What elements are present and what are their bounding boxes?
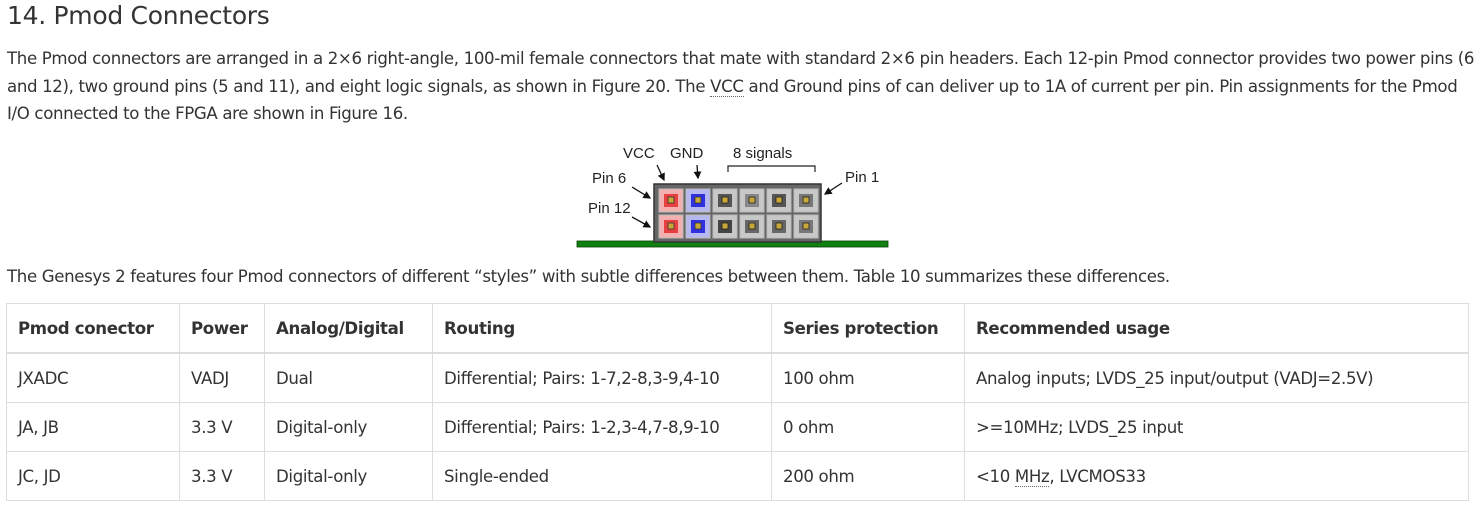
gnd-label: GND — [670, 145, 704, 162]
intro-text-1: The Pmod connectors are arranged in a 2×… — [7, 49, 1475, 96]
vcc-label: VCC — [623, 145, 655, 162]
pin12-label: Pin 12 — [588, 200, 631, 217]
header-power: Power — [179, 303, 265, 354]
cell-connector: JXADC — [6, 352, 180, 403]
cell-series-protection: 100 ohm — [771, 352, 965, 403]
vcc-abbreviation[interactable]: VCC — [710, 76, 744, 97]
pmod-connector-diagram: VCC GND 8 signals Pin 6 Pin 12 Pin 1 — [576, 145, 889, 248]
cell-recommended-usage: Analog inputs; LVDS_25 input/output (VAD… — [964, 352, 1469, 403]
header-recommended-usage: Recommended usage — [964, 303, 1469, 354]
header-series-protection: Series protection — [771, 303, 965, 354]
section-heading: 14. Pmod Connectors — [7, 1, 270, 30]
cell-analog-digital: Digital-only — [264, 402, 433, 452]
cell-connector: JA, JB — [6, 402, 180, 452]
intro-paragraph: The Pmod connectors are arranged in a 2×… — [7, 45, 1477, 128]
cell-recommended-usage: <10 MHz, LVCMOS33 — [964, 451, 1469, 501]
cell-routing: Single-ended — [432, 451, 772, 501]
cell-routing: Differential; Pairs: 1-7,2-8,3-9,4-10 — [432, 352, 772, 403]
cell-analog-digital: Digital-only — [264, 451, 433, 501]
summary-paragraph: The Genesys 2 features four Pmod connect… — [7, 267, 1170, 286]
pin-grid — [658, 188, 819, 239]
signals-bracket — [727, 165, 816, 172]
pmod-connector-figure: VCC GND 8 signals Pin 6 Pin 12 Pin 1 — [575, 140, 895, 252]
cell-recommended-usage: >=10MHz; LVDS_25 input — [964, 402, 1469, 452]
cell-routing: Differential; Pairs: 1-2,3-4,7-8,9-10 — [432, 402, 772, 452]
pin6-label: Pin 6 — [592, 170, 626, 187]
header-analog-digital: Analog/Digital — [264, 303, 433, 354]
cell-connector: JC, JD — [6, 451, 180, 501]
header-pmod-connector: Pmod conector — [6, 303, 180, 354]
table-header-row: Pmod conector Power Analog/Digital Routi… — [6, 303, 1469, 354]
mhz-abbreviation[interactable]: MHz — [1014, 466, 1050, 487]
cell-analog-digital: Dual — [264, 352, 433, 403]
usage-text-suffix: , LVCMOS33 — [1049, 466, 1146, 486]
table-row: JXADC VADJ Dual Differential; Pairs: 1-7… — [6, 352, 1469, 403]
cell-power: VADJ — [179, 352, 265, 403]
cell-series-protection: 200 ohm — [771, 451, 965, 501]
signals-label: 8 signals — [733, 145, 792, 162]
pmod-table: Pmod conector Power Analog/Digital Routi… — [6, 303, 1469, 501]
cell-power: 3.3 V — [179, 451, 265, 501]
table-row: JC, JD 3.3 V Digital-only Single-ended 2… — [6, 451, 1469, 501]
usage-text-prefix: <10 — [976, 466, 1015, 486]
cell-series-protection: 0 ohm — [771, 402, 965, 452]
cell-power: 3.3 V — [179, 402, 265, 452]
pin1-label: Pin 1 — [845, 169, 879, 186]
table-row: JA, JB 3.3 V Digital-only Differential; … — [6, 402, 1469, 452]
intro-text-2: and Ground pins of can deliver up to 1A … — [7, 76, 1458, 124]
header-routing: Routing — [432, 303, 772, 354]
